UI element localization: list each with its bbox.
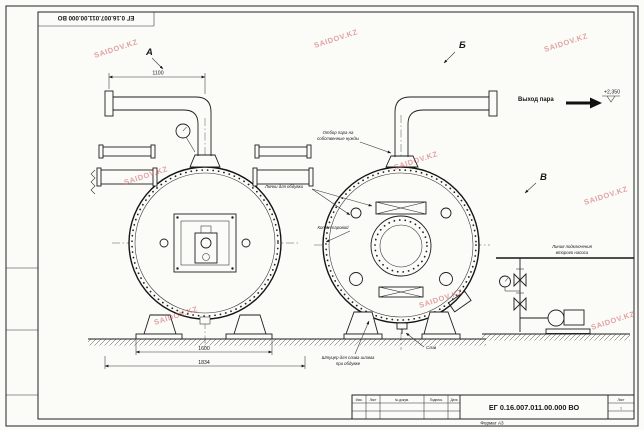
steam-outlet-arrow	[566, 97, 602, 109]
callouts: Отбор пара на собственные нужды Лючки дл…	[264, 130, 437, 366]
sheet-value: 1	[620, 407, 622, 411]
dimension-overall: 1834	[104, 356, 306, 369]
elevation-label: +2,350	[604, 90, 620, 96]
title-block: Изм. Лист № докум. Подпись Дата ЕГ 0.16.…	[351, 394, 635, 426]
side-fitting-left	[159, 238, 169, 248]
col-list: Лист	[370, 398, 377, 402]
drawing-frame: ЕГ 0.16.007.011.00.000 ВО	[5, 5, 639, 427]
col-doc: № докум.	[395, 398, 409, 402]
drain-label: Слив	[426, 345, 437, 350]
sludge-label-2: при обдувке	[336, 361, 361, 366]
top-left-stamp: ЕГ 0.16.007.011.00.000 ВО	[38, 12, 155, 27]
pump-system: Выход пара +2,350 В Линия подключения вт…	[496, 90, 634, 334]
pipe-flange	[488, 90, 498, 117]
col-date: Дата	[450, 398, 457, 402]
view-b-marker: Б	[443, 40, 466, 64]
drain-stub	[396, 322, 408, 334]
bolt-ring	[325, 169, 477, 321]
hatches-label: Лючки для обдувки	[264, 184, 304, 189]
dim-1100: 1100	[152, 71, 163, 77]
feed-pump	[520, 309, 591, 334]
inner-border	[37, 11, 635, 420]
sight-glass	[447, 290, 472, 313]
outer-border	[5, 5, 639, 427]
steam-pipe-left	[104, 90, 221, 168]
format-label: Формат А3	[480, 421, 504, 426]
valve-upper	[513, 268, 527, 288]
bottom-fitting	[199, 316, 211, 325]
blowdown-hatches	[375, 201, 427, 298]
dome	[189, 154, 221, 168]
supports-left-boiler	[135, 314, 273, 340]
view-v-marker: В	[524, 172, 547, 194]
steam-pipe-right	[385, 90, 498, 168]
view-a-marker: А	[145, 47, 164, 70]
col-izm: Изм.	[356, 398, 363, 402]
ground	[88, 333, 630, 346]
shell-inner-circle	[328, 172, 474, 318]
dome	[385, 155, 419, 168]
sheet-label: Лист	[618, 398, 625, 402]
view-b-label: Б	[459, 40, 466, 51]
bolt-ring	[131, 169, 279, 317]
watermark: SAIDOV.KZ	[590, 309, 636, 332]
own-needs-label-2: собственные нужды	[317, 136, 360, 141]
sludge-label-1: Штуцер для слива шлама	[322, 355, 375, 360]
side-fitting-right	[241, 238, 251, 248]
watermark: SAIDOV.KZ	[93, 37, 139, 60]
left-margin-boxes	[6, 267, 38, 396]
view-v-label: В	[540, 172, 547, 183]
steam-outlet-label: Выход пара	[518, 97, 554, 103]
dim-1600: 1600	[198, 346, 210, 352]
supports-right-boiler	[343, 311, 461, 340]
elevation-mark	[602, 95, 620, 103]
pump-line-label-2: второго насоса	[556, 250, 589, 255]
side-header-tubes	[90, 144, 314, 195]
boiler-rear-view: Б	[314, 40, 498, 350]
watermark: SAIDOV.KZ	[313, 27, 359, 50]
col-sign: Подпись	[430, 398, 443, 402]
manhole-flange	[370, 215, 432, 277]
shell-inner-circle	[134, 172, 276, 314]
watermark: SAIDOV.KZ	[583, 184, 629, 207]
pump-line-label-1: Линия подключения	[551, 244, 593, 249]
valve-lower	[513, 292, 527, 312]
boiler-front-view: 1100 А 1600 1834	[90, 47, 314, 369]
dim-1834: 1834	[198, 360, 210, 366]
watermark: SAIDOV.KZ	[543, 31, 589, 54]
view-a-label: А	[145, 47, 153, 58]
own-needs-label-1: Отбор пара на	[323, 130, 354, 135]
boiler-label: Котёл паровой	[318, 225, 350, 230]
pipe-flange	[104, 90, 114, 117]
dimension-pipe-offset: 1100	[108, 71, 206, 94]
rotated-designation: ЕГ 0.16.007.011.00.000 ВО	[58, 14, 135, 21]
spring-symbol	[90, 169, 96, 195]
furnace-door	[173, 213, 237, 273]
shell-fittings	[349, 207, 453, 286]
drawing-designation: ЕГ 0.16.007.011.00.000 ВО	[489, 403, 580, 412]
pressure-gauge-pump	[499, 275, 520, 292]
